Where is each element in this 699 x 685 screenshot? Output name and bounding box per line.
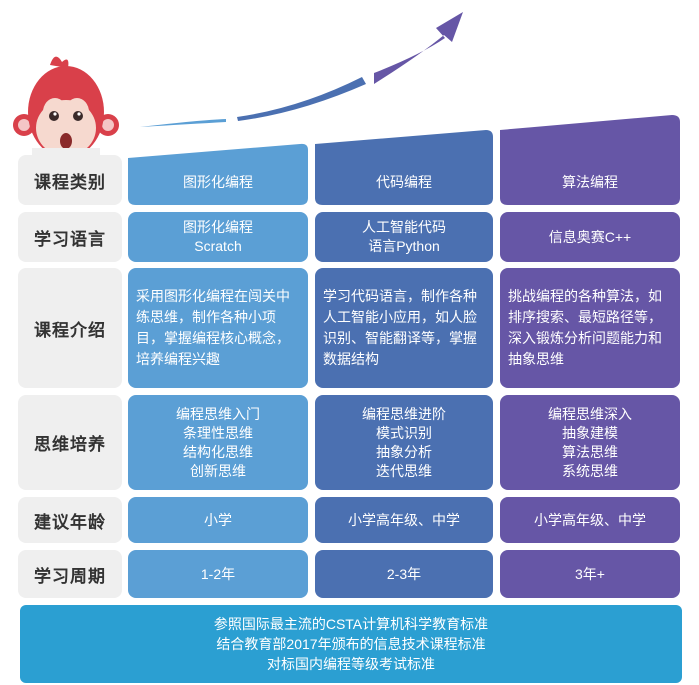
thinking-item: 抽象分析 (376, 443, 432, 460)
intro-cell: 学习代码语言，制作各种人工智能小应用，如人脸识别、智能翻译等，掌握数据结构 (315, 268, 493, 388)
row-label-category: 课程类别 (18, 155, 122, 205)
growth-arrow-icon (140, 12, 463, 127)
thinking-item: 编程思维深入 (548, 405, 632, 422)
language-line: Scratch (194, 238, 242, 254)
period-cell: 1-2年 (128, 550, 308, 598)
intro-cell: 采用图形化编程在闯关中练思维，制作各种小项目，掌握编程核心概念，培养编程兴趣 (128, 268, 308, 388)
language-line: 语言Python (368, 238, 440, 254)
thinking-item: 创新思维 (190, 462, 246, 479)
banner-line: 结合教育部2017年颁布的信息技术课程标准 (216, 636, 486, 652)
language-line: 图形化编程 (183, 219, 253, 235)
thinking-item: 条理性思维 (183, 424, 253, 441)
category-algorithm: 算法编程 (562, 173, 618, 190)
thinking-cell: 编程思维进阶 模式识别 抽象分析 迭代思维 (315, 395, 493, 490)
thinking-item: 迭代思维 (376, 462, 432, 479)
standards-banner: 参照国际最主流的CSTA计算机科学教育标准 结合教育部2017年颁布的信息技术课… (20, 605, 682, 683)
thinking-item: 系统思维 (562, 462, 618, 479)
age-cell: 小学高年级、中学 (500, 497, 680, 543)
age-cell: 小学高年级、中学 (315, 497, 493, 543)
thinking-cell: 编程思维深入 抽象建模 算法思维 系统思维 (500, 395, 680, 490)
thinking-cell: 编程思维入门 条理性思维 结构化思维 创新思维 (128, 395, 308, 490)
thinking-item: 结构化思维 (183, 443, 253, 460)
thinking-item: 模式识别 (376, 424, 432, 441)
monkey-mascot-icon (13, 56, 119, 160)
language-cell: 人工智能代码 语言Python (315, 212, 493, 262)
row-label-age: 建议年龄 (18, 497, 122, 543)
thinking-item: 算法思维 (562, 443, 618, 460)
language-cell: 图形化编程 Scratch (128, 212, 308, 262)
row-label-language: 学习语言 (18, 212, 122, 262)
age-cell: 小学 (128, 497, 308, 543)
language-cell: 信息奥赛C++ (500, 212, 680, 262)
category-code: 代码编程 (376, 173, 432, 190)
thinking-item: 抽象建模 (562, 424, 618, 441)
language-line: 信息奥赛C++ (548, 228, 632, 245)
row-label-intro: 课程介绍 (18, 268, 122, 388)
thinking-item: 编程思维入门 (176, 405, 260, 422)
period-cell: 2-3年 (315, 550, 493, 598)
banner-line: 对标国内编程等级考试标准 (267, 656, 435, 672)
category-graphical: 图形化编程 (183, 173, 253, 190)
thinking-item: 编程思维进阶 (362, 405, 446, 422)
period-cell: 3年+ (500, 550, 680, 598)
row-label-thinking: 思维培养 (18, 395, 122, 490)
row-label-period: 学习周期 (18, 550, 122, 598)
category-header-shapes (128, 115, 680, 205)
language-line: 人工智能代码 (362, 219, 446, 235)
intro-cell: 挑战编程的各种算法，如排序搜索、最短路径等，深入锻炼分析问题能力和抽象思维 (500, 268, 680, 388)
banner-line: 参照国际最主流的CSTA计算机科学教育标准 (213, 616, 489, 632)
